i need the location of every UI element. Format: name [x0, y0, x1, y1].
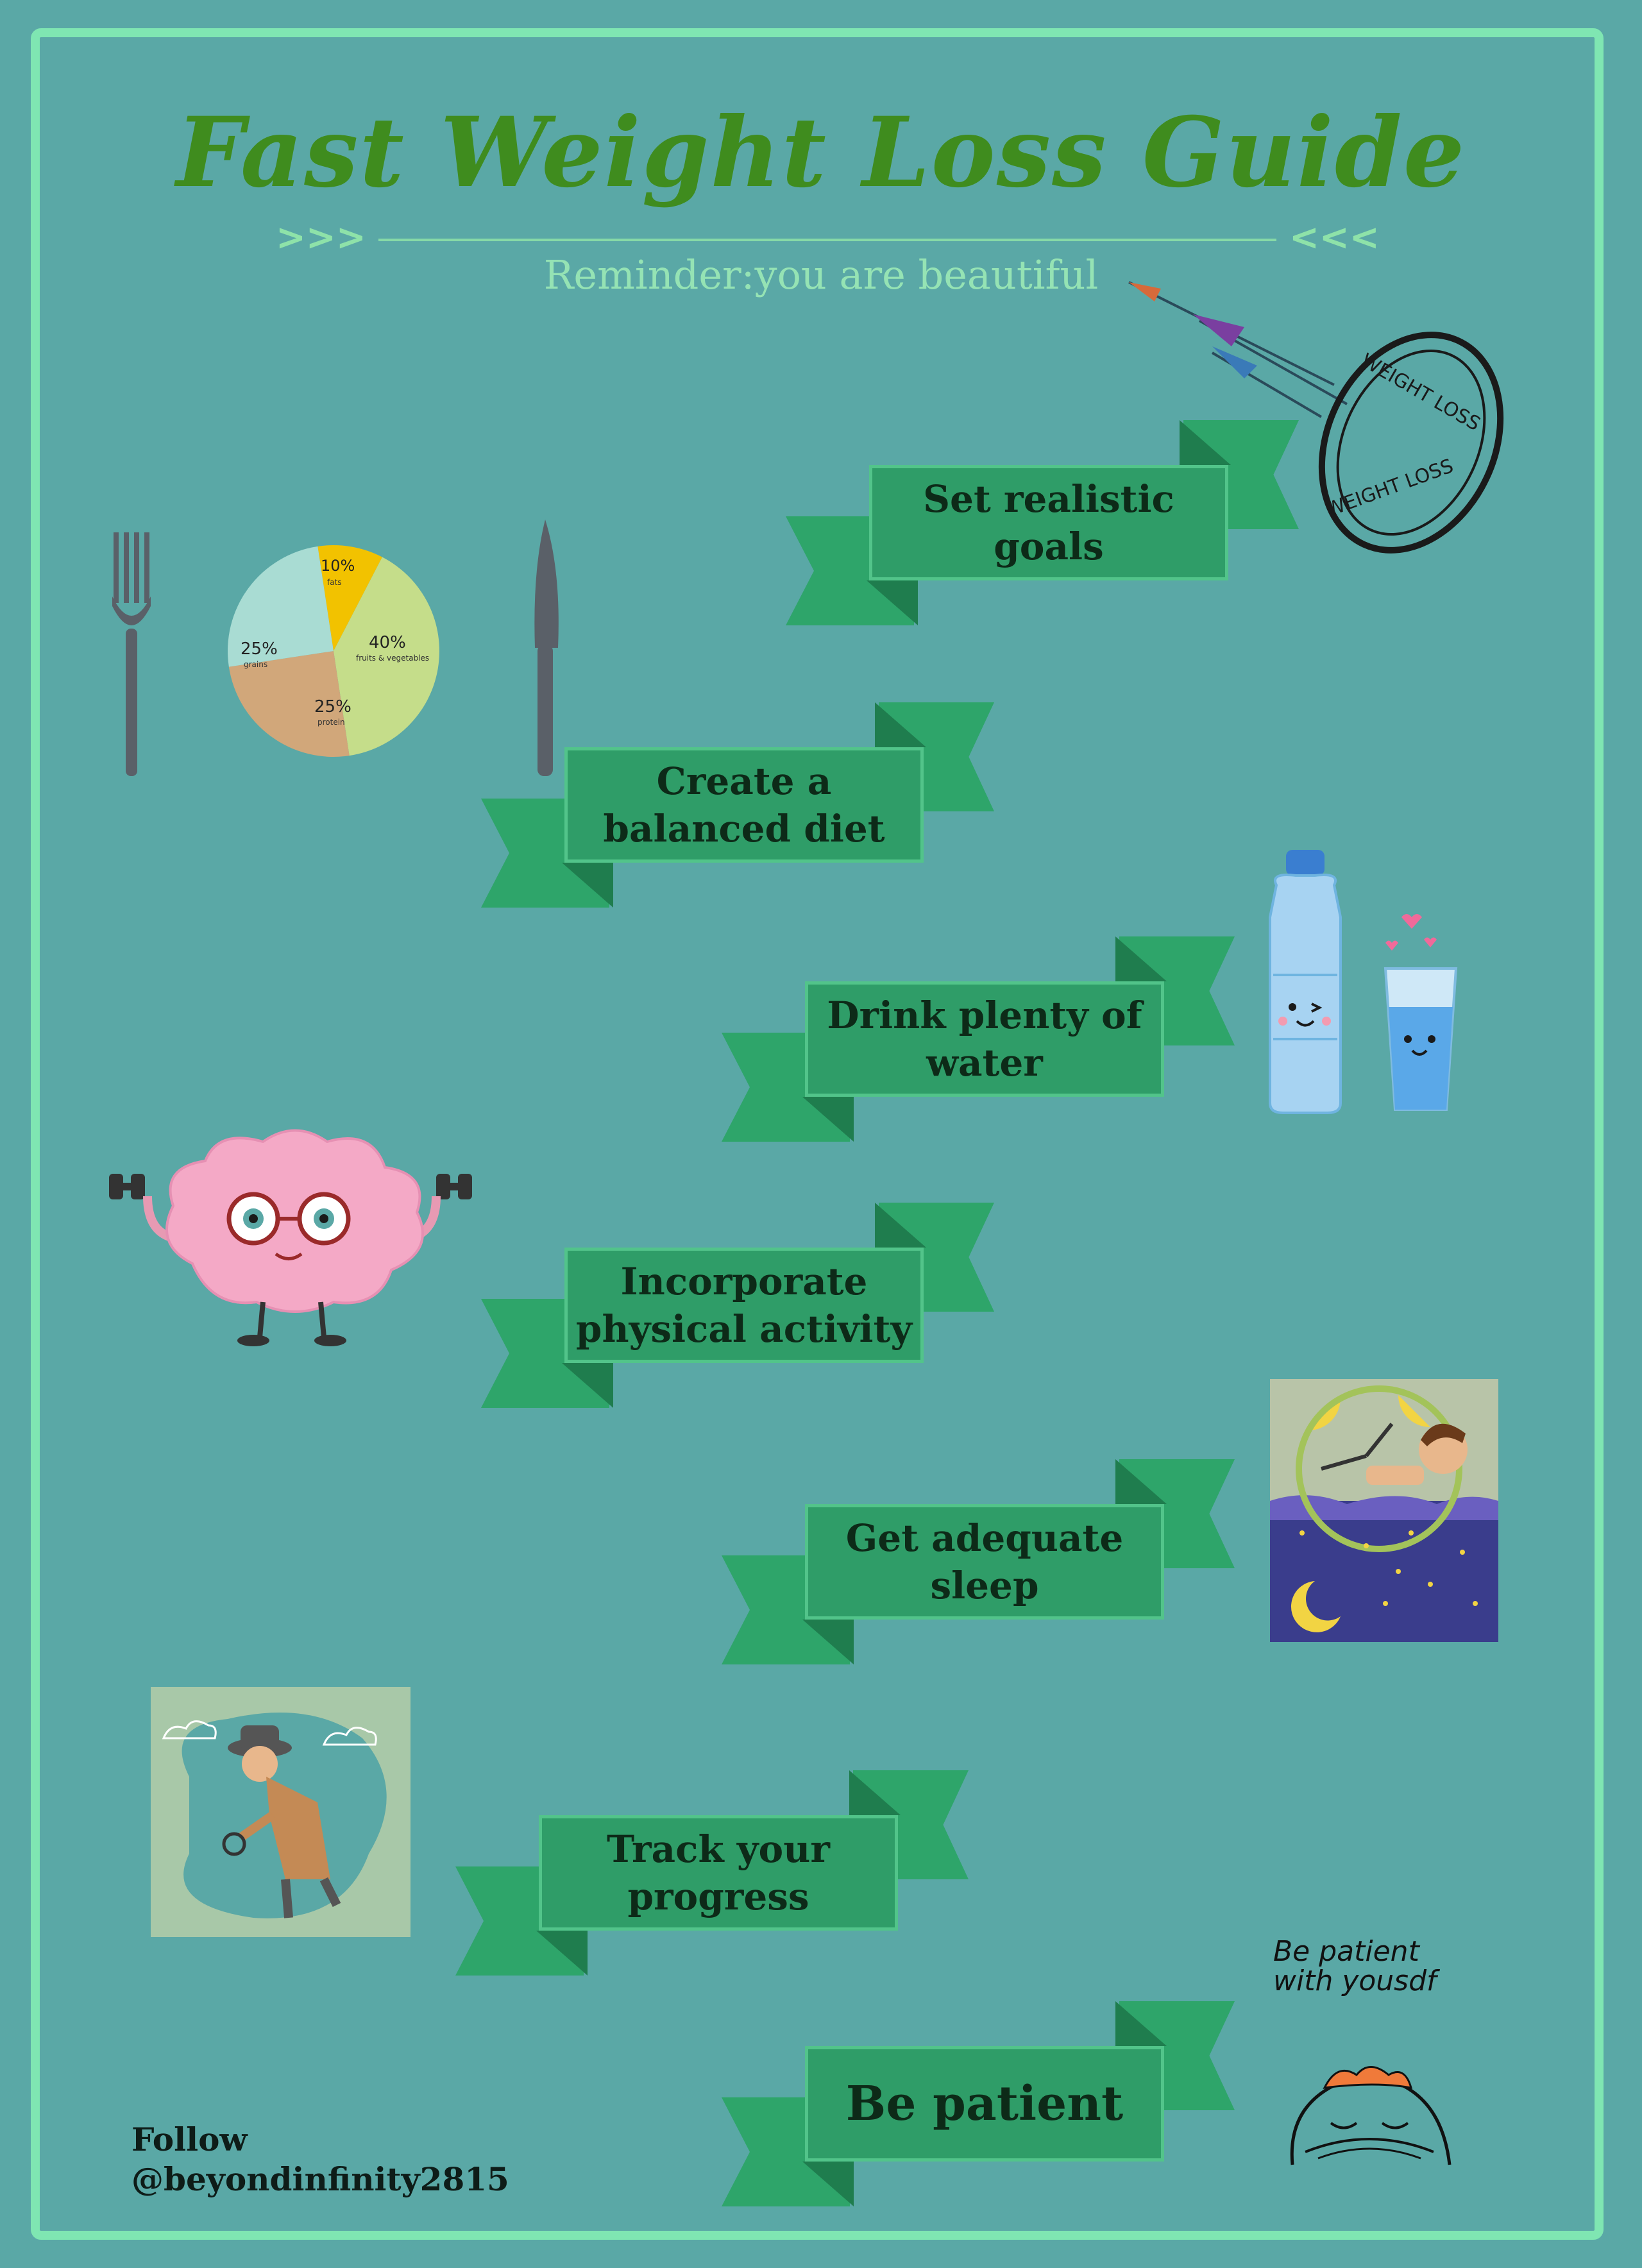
knife-icon — [534, 520, 559, 776]
badge-text-bottom: WEIGHT LOSS — [1323, 455, 1457, 521]
diet-pie-chart: 10% fats 40% fruits & vegetables 25% pro… — [228, 545, 439, 757]
pie-label-grains-pct: 25% — [241, 639, 278, 659]
detective-icon — [151, 1687, 410, 1937]
left-chevrons: >>> — [276, 217, 366, 258]
relaxed-face-icon — [1290, 2066, 1452, 2165]
step-ribbon-4: Incorporate physical activity — [481, 1203, 994, 1408]
pie-label-protein-pct: 25% — [314, 697, 351, 716]
step-label: Be patient — [805, 2046, 1164, 2162]
right-chevrons: <<< — [1289, 217, 1380, 258]
step-label: Incorporate physical activity — [564, 1248, 924, 1363]
step-ribbon-2: Create a balanced diet — [481, 702, 994, 908]
pie-label-fruit: fruits & vegetables — [356, 654, 429, 663]
step-ribbon-7: Be patient — [722, 2001, 1235, 2206]
page-border — [31, 28, 1604, 2240]
step-ribbon-1: Set realistic goals — [786, 420, 1299, 625]
pie-slice-0 — [317, 545, 382, 651]
step-ribbon-5: Get adequate sleep — [722, 1459, 1235, 1664]
pie-slice-1 — [334, 557, 439, 756]
pie-slice-2 — [228, 651, 350, 757]
step-label: Drink plenty of water — [805, 981, 1164, 1097]
page-title: Fast Weight Loss Guide — [176, 96, 1466, 209]
follow-label: Follow — [131, 2120, 248, 2158]
sleep-icon — [1270, 1379, 1498, 1642]
step-label: Get adequate sleep — [805, 1504, 1164, 1620]
title-divider — [378, 239, 1276, 241]
step-label: Set realistic goals — [869, 465, 1228, 580]
step-ribbon-6: Track your progress — [455, 1770, 969, 1976]
pie-label-protein: protein — [317, 718, 345, 727]
water-bottle-icon — [1269, 850, 1458, 1114]
fork-icon — [112, 532, 151, 776]
pie-label-grains: grains — [244, 660, 267, 669]
pie-label-fats: fats — [327, 578, 342, 587]
pie-slice-3 — [228, 546, 334, 667]
brain-exercise-icon — [109, 1129, 472, 1346]
step-label: Create a balanced diet — [564, 747, 924, 863]
step-ribbon-3: Drink plenty of water — [722, 936, 1235, 1142]
step-label: Track your progress — [539, 1815, 898, 1931]
pie-label-fruit-pct: 40% — [369, 633, 406, 652]
patient-note: Be patient with yousdf — [1273, 1935, 1437, 1997]
follow-handle[interactable]: @beyondinfinity2815 — [131, 2160, 509, 2198]
pie-label-fats-pct: 10% — [321, 557, 355, 575]
subtitle: Reminder:you are beautiful — [543, 251, 1099, 298]
weight-loss-badge-icon: WEIGHT LOSS WEIGHT LOSS — [1128, 281, 1504, 554]
footer-follow: Follow @beyondinfinity2815 — [131, 2120, 509, 2199]
badge-text-top: WEIGHT LOSS — [1357, 349, 1484, 436]
